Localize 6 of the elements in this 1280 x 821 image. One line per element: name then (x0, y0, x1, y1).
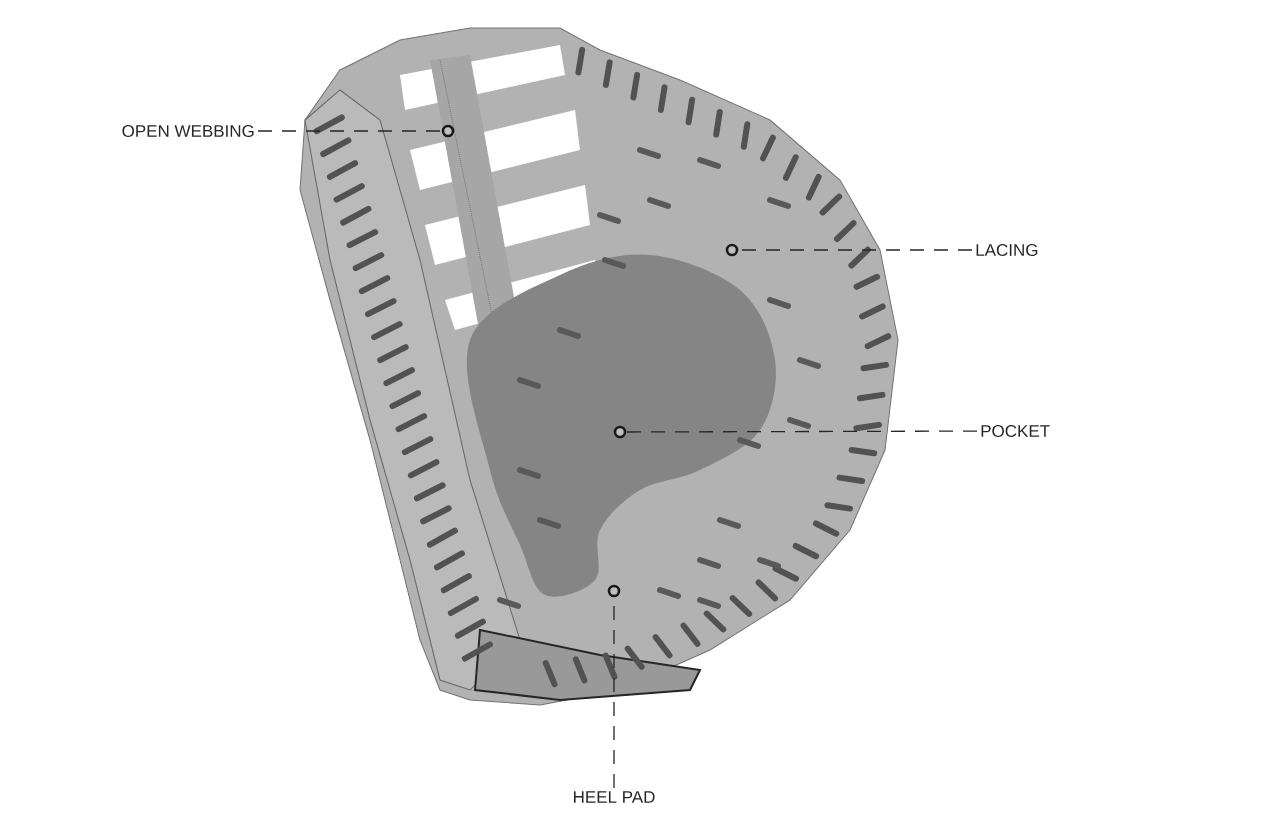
part-label: HEEL PAD (574, 791, 655, 803)
part-label: OPEN WEBBING (122, 125, 254, 137)
part-label: LACING (976, 244, 1038, 256)
leader-line (257, 130, 443, 132)
leader-line (625, 430, 978, 433)
part-label: POCKET (981, 425, 1050, 437)
